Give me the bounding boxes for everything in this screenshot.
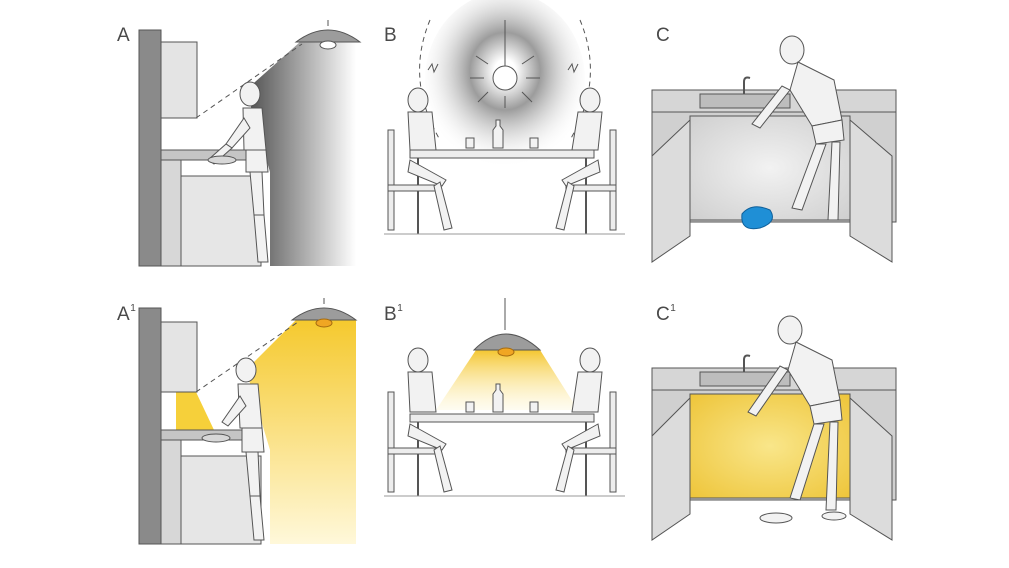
panel-label-c: C bbox=[656, 26, 670, 45]
mannequin-figure-icon bbox=[407, 87, 603, 231]
pendant-lamp-icon bbox=[294, 20, 362, 50]
upper-cabinet bbox=[160, 41, 198, 119]
panel-letter: C bbox=[656, 304, 671, 325]
mannequin-figure-icon bbox=[201, 357, 265, 541]
panel-c-scene bbox=[651, 35, 897, 263]
sink-faucet-icon bbox=[743, 76, 751, 94]
pendant-lamp-icon bbox=[290, 298, 358, 328]
panel-label-b: B bbox=[384, 26, 397, 45]
panel-label-b1: B1 bbox=[384, 303, 404, 325]
panel-label-c1: C1 bbox=[656, 303, 677, 325]
base-cabinet bbox=[180, 175, 262, 267]
mannequin-figure-icon bbox=[207, 81, 269, 263]
bare-bulb-icon bbox=[470, 20, 540, 108]
panel-a1-scene bbox=[138, 298, 358, 545]
panel-c1-scene bbox=[651, 315, 897, 541]
dining-table bbox=[409, 413, 595, 423]
water-spill-icon bbox=[741, 206, 773, 230]
panel-letter: A bbox=[117, 25, 131, 46]
warm-light-area bbox=[246, 320, 356, 544]
panel-a-scene bbox=[138, 20, 362, 267]
panel-label-a1: A1 bbox=[117, 303, 137, 325]
sink-faucet-icon bbox=[743, 354, 751, 372]
task-light-area bbox=[176, 392, 214, 430]
mannequin-figure-icon bbox=[747, 315, 847, 524]
upper-cabinet bbox=[160, 321, 198, 393]
panel-superscript: 1 bbox=[130, 303, 137, 314]
panel-letter: B bbox=[384, 304, 398, 325]
wall-column bbox=[138, 307, 162, 545]
mannequin-figure-icon bbox=[407, 347, 603, 493]
panel-letter: C bbox=[656, 25, 671, 46]
panel-superscript: 1 bbox=[670, 303, 677, 314]
panel-letter: A bbox=[117, 304, 131, 325]
wall-column bbox=[138, 29, 162, 267]
mannequin-figure-icon bbox=[751, 35, 845, 221]
lamp-shadow-area bbox=[246, 42, 356, 266]
panel-b-scene bbox=[384, 0, 625, 235]
warm-light-area bbox=[436, 350, 578, 410]
dining-table bbox=[409, 149, 595, 159]
panel-b1-scene bbox=[384, 298, 625, 497]
pendant-lamp-icon bbox=[472, 333, 542, 357]
panel-superscript: 1 bbox=[397, 303, 404, 314]
panel-letter: B bbox=[384, 25, 398, 46]
panel-label-a: A bbox=[117, 26, 130, 45]
